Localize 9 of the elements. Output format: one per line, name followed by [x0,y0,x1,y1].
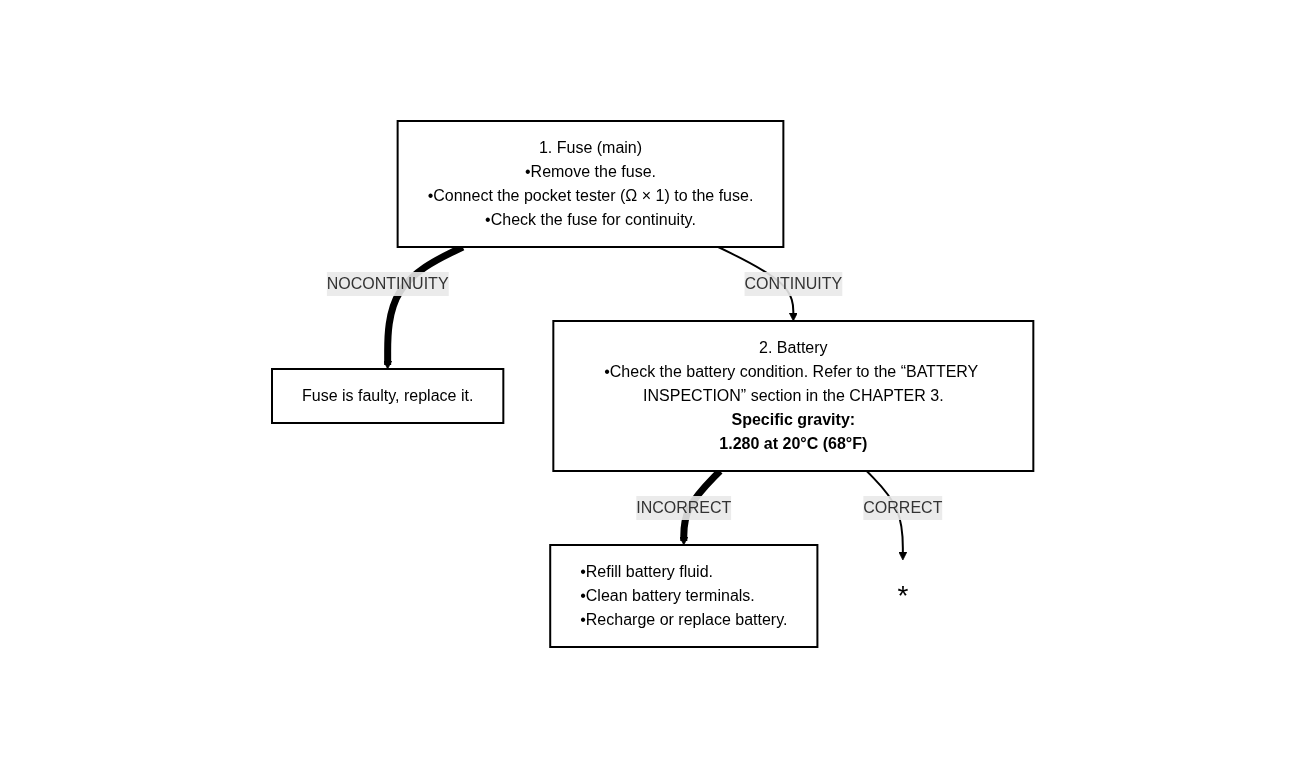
edge-label: INCORRECT [636,499,732,516]
node-box: Fuse is faulty, replace it. [271,368,505,424]
edge-label: NOCONTINUITY [327,275,449,292]
edge-label: CORRECT [863,499,943,516]
node-box: 1. Fuse (main) •Remove the fuse. •Connect the pocket tester (Ω × 1) to the fuse. •Check the fuse for continuity. [396,120,785,248]
node-box: 2. Battery •Check the battery condition. Refer to the “BATTERY INSPECTION” section in the CHAPTER 3. Specific gravity: 1.280 at 20°C (68°F) [552,320,1035,472]
node-box: •Refill battery fluid. •Clean battery terminals. •Recharge or replace battery. [549,544,819,648]
node-text: * [897,580,909,611]
edge-label: CONTINUITY [744,275,843,292]
